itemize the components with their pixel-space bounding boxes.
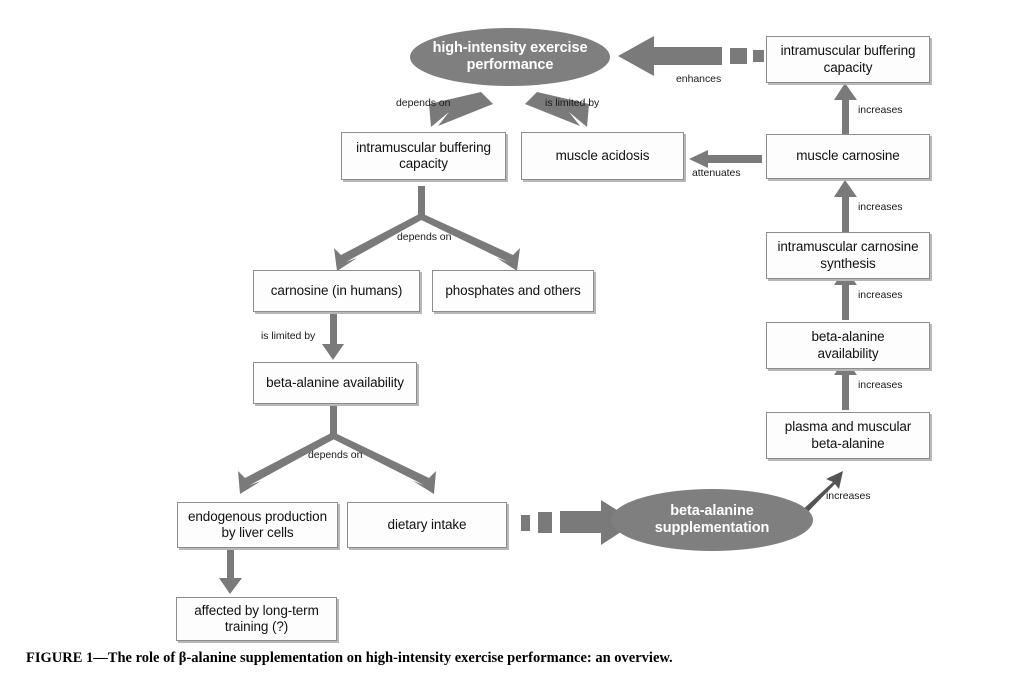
node-label: beta-alanine supplementation <box>654 502 770 536</box>
node-label: dietary intake <box>387 516 467 532</box>
node-label: beta-alanine availability <box>811 329 885 361</box>
arrow-increases-5 <box>834 358 857 410</box>
node-label: muscle acidosis <box>555 147 650 163</box>
figure-caption: FIGURE 1—The role of β-alanine supplemen… <box>26 650 673 666</box>
arrow-is-limited-by-2 <box>322 312 344 360</box>
node-label: muscle carnosine <box>796 148 900 164</box>
edge-label-increases-2: increases <box>858 104 903 116</box>
arrow-depends-on-2 <box>334 186 520 271</box>
node-intramuscular-carnosine-synthesis[interactable]: intramuscular carnosine synthesis <box>766 232 930 279</box>
edge-label-is-limited-by-1: is limited by <box>545 97 600 109</box>
node-beta-alanine-availability-right[interactable]: beta-alanine availability <box>766 322 930 369</box>
node-affected-by-long-term-training[interactable]: affected by long-term training (?) <box>176 597 337 641</box>
arrow-is-limited-by-1 <box>525 92 589 127</box>
arrow-increases-3 <box>834 180 857 232</box>
arrow-endogenous-to-training <box>219 548 242 594</box>
node-endogenous-production-by-liver-cells[interactable]: endogenous production by liver cells <box>177 502 338 548</box>
arrow-increases-4 <box>834 268 857 320</box>
node-beta-alanine-availability-left[interactable]: beta-alanine availability <box>253 362 417 404</box>
node-label: affected by long-term training (?) <box>194 602 319 634</box>
node-label: endogenous production by liver cells <box>187 508 328 540</box>
edge-label-increases-4: increases <box>858 289 903 301</box>
node-muscle-carnosine[interactable]: muscle carnosine <box>766 134 930 179</box>
node-intramuscular-buffering-capacity-right[interactable]: intramuscular buffering capacity <box>766 36 930 83</box>
node-phosphates-and-others[interactable]: phosphates and others <box>432 270 594 312</box>
node-muscle-acidosis[interactable]: muscle acidosis <box>521 132 684 180</box>
node-label: phosphates and others <box>445 282 581 298</box>
node-plasma-and-muscular-beta-alanine[interactable]: plasma and muscular beta-alanine <box>766 412 930 459</box>
node-label: intramuscular buffering capacity <box>780 43 916 75</box>
edge-label-depends-on-1: depends on <box>396 97 451 109</box>
edge-label-increases-5: increases <box>858 379 903 391</box>
edge-label-depends-on-3: depends on <box>308 449 363 461</box>
node-label: plasma and muscular beta-alanine <box>784 419 912 451</box>
node-beta-alanine-supplementation[interactable]: beta-alanine supplementation <box>611 489 813 551</box>
edge-label-enhances: enhances <box>676 73 722 85</box>
node-intramuscular-buffering-capacity-left[interactable]: intramuscular buffering capacity <box>341 132 506 180</box>
node-label: intramuscular carnosine synthesis <box>777 239 919 271</box>
node-label: high-intensity exercise performance <box>432 39 588 73</box>
edge-label-is-limited-by-2: is limited by <box>261 330 316 342</box>
arrow-enhances <box>618 36 764 76</box>
node-label: intramuscular buffering capacity <box>356 139 491 171</box>
edge-label-increases-6: increases <box>826 490 871 502</box>
arrow-increases-2 <box>834 83 857 134</box>
edge-label-depends-on-2: depends on <box>397 231 452 243</box>
node-high-intensity-exercise-performance[interactable]: high-intensity exercise performance <box>410 28 610 86</box>
node-label: beta-alanine availability <box>266 374 404 390</box>
arrow-depends-on-3 <box>238 404 436 494</box>
node-dietary-intake[interactable]: dietary intake <box>347 502 507 548</box>
edge-label-increases-3: increases <box>858 201 903 213</box>
node-label: carnosine (in humans) <box>270 282 403 298</box>
arrow-attenuates <box>689 150 762 168</box>
arrow-depends-on-1 <box>429 92 493 127</box>
node-carnosine-in-humans[interactable]: carnosine (in humans) <box>253 270 420 312</box>
edge-label-attenuates: attenuates <box>692 167 741 179</box>
arrow-increases-6 <box>799 471 843 517</box>
